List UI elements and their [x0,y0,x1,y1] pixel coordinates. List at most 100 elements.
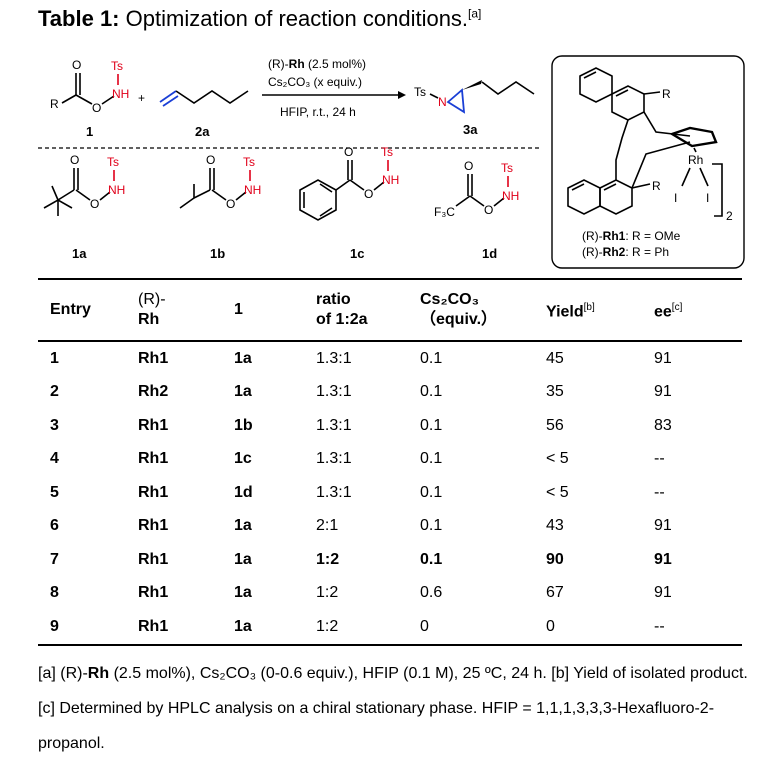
cell-ratio: 1.3:1 [316,450,352,468]
cell-rh: Rh1 [138,517,169,535]
footnote-c-mark: [c] [38,700,55,717]
footnote-c-text: Determined by HPLC analysis on a chiral … [38,700,715,752]
atom-o: O [464,159,473,173]
cell-ee: 91 [654,517,672,535]
header-rh: (R)-Rh [138,291,166,328]
header-1: 1 [234,301,243,318]
cell-ratio: 1:2 [316,617,339,635]
cell-substrate: 1a [234,584,252,602]
atom-nh: NH [112,87,129,101]
table-row: 6 Rh1 1a 2:1 0.1 43 91 [38,510,742,544]
title-footnote-mark: [a] [468,6,482,21]
cell-ratio: 1:2 [316,550,340,568]
cell-rh: Rh1 [138,550,169,568]
atom-nh: NH [382,173,399,187]
cell-ee: -- [654,617,665,635]
substrate-1d-structure: F₃C O O NH Ts 1d [434,159,519,261]
atom-f3c: F₃C [434,205,455,219]
cell-ee: 91 [654,550,672,568]
cell-cs2co3: 0.1 [420,517,443,535]
atom-ts-product: Ts [414,85,426,99]
cell-yield: < 5 [546,450,569,468]
cell-ee: -- [654,483,665,501]
substrate-1b-structure: O O NH Ts 1b [179,153,261,261]
svg-text:(R)-Rh1: R = OMe: (R)-Rh1: R = OMe [582,229,681,243]
cell-yield: 90 [546,550,564,568]
reaction-conditions: HFIP, r.t., 24 h [280,105,356,119]
cell-ratio: 1:2 [316,584,339,602]
reagent-base: Cs₂CO₃ (x equiv.) [268,75,362,89]
cell-substrate: 1a [234,550,252,568]
atom-i: I [706,191,709,205]
label-1a: 1a [72,246,87,261]
table-row: 5 Rh1 1d 1.3:1 0.1 < 5 -- [38,476,742,510]
reagent-loading: (2.5 mol%) [305,57,366,71]
cell-entry: 5 [50,483,59,501]
cell-yield: 0 [546,617,555,635]
atom-ts: Ts [243,155,255,169]
svg-text:(R)-Rh2: R = Ph: (R)-Rh2: R = Ph [582,245,669,259]
label-1b: 1b [210,246,225,261]
cell-ee: 91 [654,584,672,602]
table-row: 8 Rh1 1a 1:2 0.6 67 91 [38,577,742,611]
label-3a: 3a [463,122,478,137]
cell-ee: -- [654,450,665,468]
cell-substrate: 1c [234,450,252,468]
atom-ts: Ts [111,59,123,73]
table-row-optimal: 7 Rh1 1a 1:2 0.1 90 91 [38,543,742,577]
cell-cs2co3: 0.6 [420,584,443,602]
atom-ts: Ts [381,145,393,159]
footnote-a-mark: [a] [38,665,56,682]
cell-rh: Rh1 [138,483,169,501]
substrate-1a-structure: O O NH Ts 1a [43,153,125,261]
atom-n: N [438,95,447,109]
cell-ratio: 1.3:1 [316,383,352,401]
atom-nh: NH [502,189,519,203]
atom-o: O [344,145,353,159]
cell-cs2co3: 0 [420,617,429,635]
header-cs2co3: Cs₂CO₃（equiv.） [420,291,498,328]
cell-ratio: 2:1 [316,517,339,535]
table-row: 3 Rh1 1b 1.3:1 0.1 56 83 [38,409,742,443]
atom-o: O [364,187,373,201]
table-row: 4 Rh1 1c 1.3:1 0.1 < 5 -- [38,443,742,477]
label-1: 1 [86,124,93,139]
substrate-1-structure: R O O NH Ts 1 [50,58,129,139]
cell-substrate: 1b [234,416,253,434]
atom-o-carbonyl: O [72,58,81,72]
atom-rh: Rh [688,153,703,167]
footnote-b-mark: [b] [551,665,570,682]
cell-ratio: 1.3:1 [316,483,352,501]
reaction-arrow: (R)-Rh (2.5 mol%) Cs₂CO₃ (x equiv.) HFIP… [262,57,406,119]
footnote-a-text: (2.5 mol%), Cs₂CO₃ (0-0.6 equiv.), HFIP … [109,665,547,682]
label-1d: 1d [482,246,497,261]
table-caption: Optimization of reaction conditions. [125,6,469,31]
product-3a-structure: Ts N 3a [414,80,535,137]
cell-entry: 2 [50,383,59,401]
table-row: 9 Rh1 1a 1:2 0 0 -- [38,610,742,645]
substrate-1c-structure: O O NH Ts 1c [299,145,399,261]
cell-cs2co3: 0.1 [420,416,443,434]
reagent-rh: Rh [289,57,305,71]
atom-r: R [50,97,59,111]
cell-substrate: 1a [234,517,252,535]
svg-text:(R)-Rh (2.5 mol%): (R)-Rh (2.5 mol%) [268,57,366,71]
footnote-b-text: Yield of isolated product. [569,665,748,682]
cell-cs2co3: 0.1 [420,349,443,367]
cell-substrate: 1d [234,483,253,501]
cell-ee: 83 [654,416,672,434]
header-yield: Yield[b] [546,301,595,321]
cell-rh: Rh1 [138,349,169,367]
atom-o: O [226,197,235,211]
atom-o: O [70,153,79,167]
reaction-scheme: R O O NH Ts 1 + 2a (R)-Rh (2.5 mol%) Cs₂… [38,55,745,269]
cell-ratio: 1.3:1 [316,416,352,434]
cell-ee: 91 [654,383,672,401]
cell-rh: Rh1 [138,450,169,468]
alkene-2a-structure: 2a [159,90,249,139]
table-number: Table 1: [38,6,120,31]
cell-yield: 67 [546,584,564,602]
atom-i: I [674,191,677,205]
cell-ratio: 1.3:1 [316,349,352,367]
